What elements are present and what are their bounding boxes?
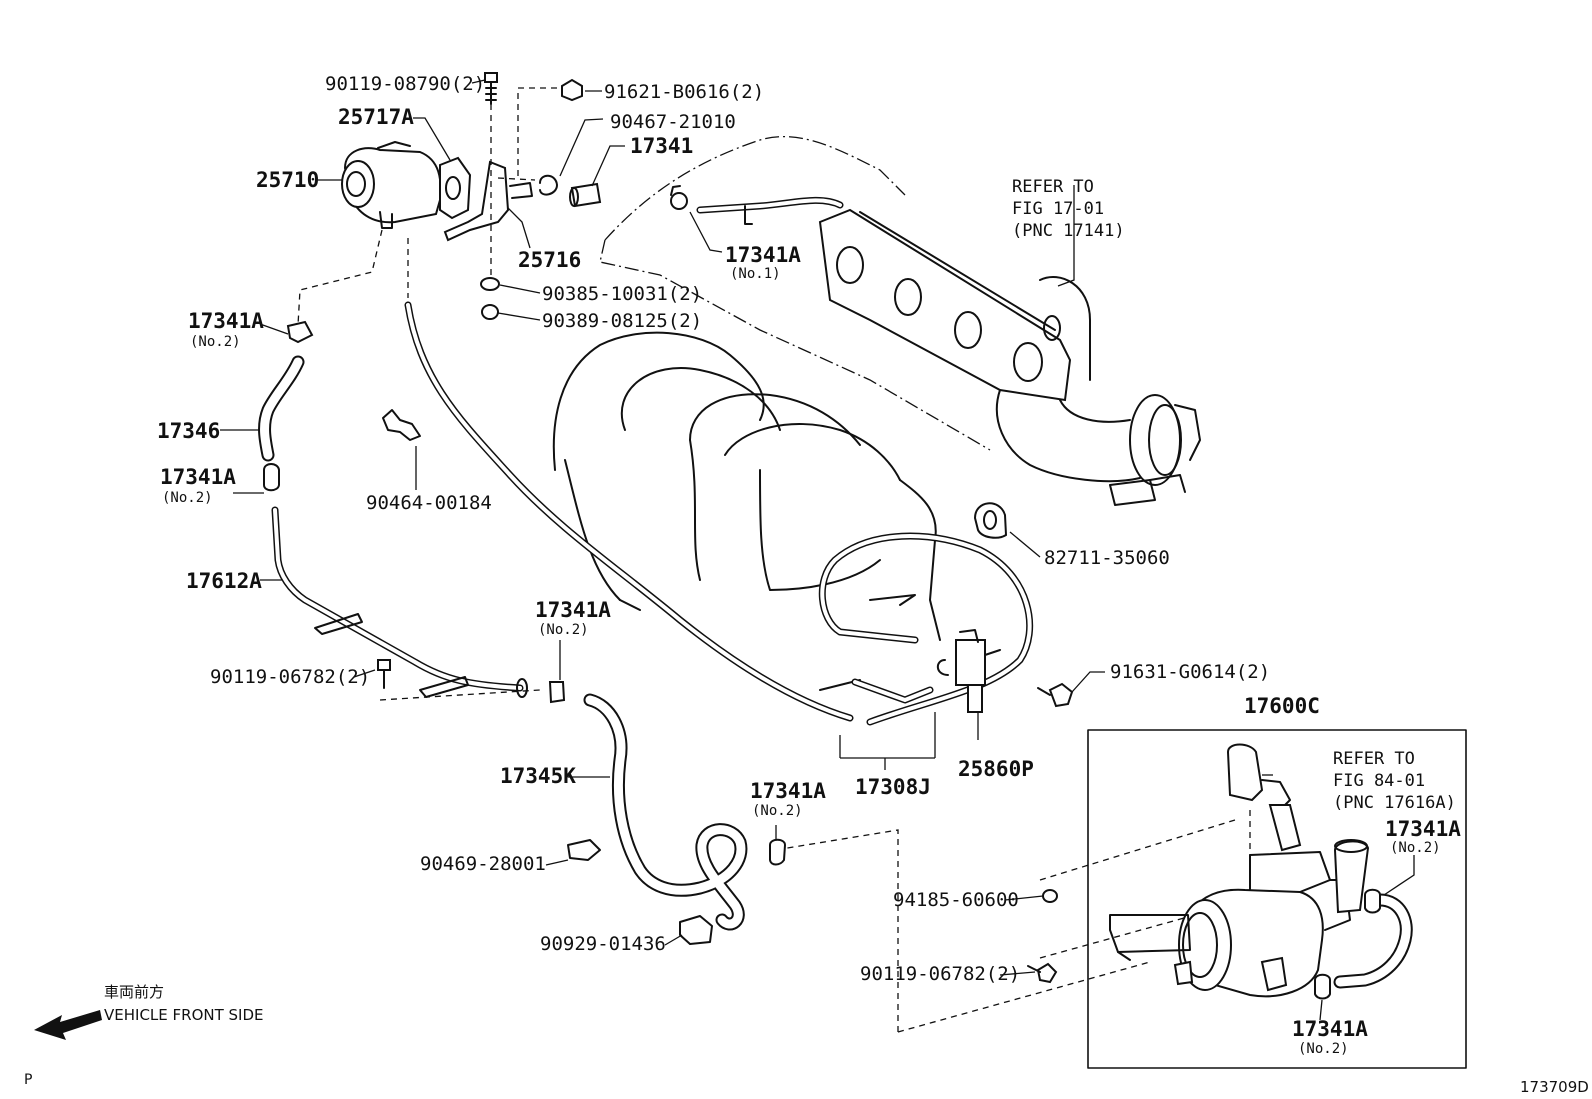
label-25860p: 25860P (958, 757, 1034, 781)
engine-outline (552, 136, 991, 691)
label-90119-06782-left: 90119-06782(2) (210, 666, 370, 688)
air-switching-valve-drawing (341, 72, 844, 320)
label-17341a-upper: 17341A (188, 309, 264, 333)
label-17341a-no1: 17341A (725, 243, 801, 267)
label-25716: 25716 (518, 248, 581, 272)
label-17341: 17341 (630, 134, 693, 158)
part-labels: 90119-08790(2) 91621-B0616(2) 25717A 904… (157, 73, 1461, 1057)
label-17341a-no1-sub: (No.1) (730, 266, 781, 282)
label-90929-01436: 90929-01436 (540, 933, 666, 955)
label-94185-60600: 94185-60600 (893, 889, 1019, 911)
label-25717a: 25717A (338, 105, 414, 129)
air-pump-assembly-drawing (1027, 729, 1467, 1069)
label-17341a-lower-sub: (No.2) (162, 490, 213, 506)
front-direction-arrow-icon (34, 1010, 102, 1040)
ref2-line3: (PNC 17616A) (1333, 793, 1456, 813)
figure-id: 173709D (1520, 1078, 1589, 1096)
label-17308j: 17308J (855, 775, 931, 799)
label-90469-28001: 90469-28001 (420, 853, 546, 875)
label-90385-10031: 90385-10031(2) (542, 283, 702, 305)
left-hoses-drawing (258, 301, 854, 722)
label-90119-06782-right: 90119-06782(2) (860, 963, 1020, 985)
label-17600c: 17600C (1244, 694, 1320, 718)
label-90467-21010: 90467-21010 (610, 111, 736, 133)
leader-lines (220, 79, 1415, 1021)
label-17341a-center-sub: (No.2) (538, 622, 589, 638)
direction-label-en: VEHICLE FRONT SIDE (104, 1006, 264, 1024)
label-17341a-center: 17341A (535, 598, 611, 622)
label-90119-08790: 90119-08790(2) (325, 73, 485, 95)
label-17341a-mid: 17341A (750, 779, 826, 803)
label-17341a-upper-sub: (No.2) (190, 334, 241, 350)
vsv-drawing (818, 502, 1074, 726)
label-17341a-right-sub: (No.2) (1390, 840, 1441, 856)
ref1-line3: (PNC 17141) (1012, 221, 1125, 241)
direction-label-jp: 車両前方 (104, 983, 164, 1001)
label-17341a-mid-sub: (No.2) (752, 803, 803, 819)
label-17612a: 17612A (186, 569, 262, 593)
exhaust-manifold-drawing (818, 208, 1201, 506)
ref2-line2: FIG 84-01 (1333, 771, 1425, 791)
vehicle-direction: 車両前方 VEHICLE FRONT SIDE (34, 983, 264, 1040)
corner-mark: P (24, 1072, 32, 1088)
label-25710: 25710 (256, 168, 319, 192)
label-17341a-lower: 17341A (160, 465, 236, 489)
label-90389-08125: 90389-08125(2) (542, 310, 702, 332)
label-91621-b0616: 91621-B0616(2) (604, 81, 764, 103)
label-17346: 17346 (157, 419, 220, 443)
label-17345k: 17345K (500, 764, 576, 788)
ref1-line2: FIG 17-01 (1012, 199, 1104, 219)
lower-hose-drawing (548, 681, 787, 945)
ref2-line1: REFER TO (1333, 749, 1415, 769)
label-90464-00184: 90464-00184 (366, 492, 492, 514)
ref1-line1: REFER TO (1012, 177, 1094, 197)
reference-note-1: REFER TO FIG 17-01 (PNC 17141) (1012, 177, 1125, 241)
label-91631-g0614: 91631-G0614(2) (1110, 661, 1270, 683)
reference-note-2: REFER TO FIG 84-01 (PNC 17616A) (1333, 749, 1456, 813)
label-17341a-bottom: 17341A (1292, 1017, 1368, 1041)
label-82711-35060: 82711-35060 (1044, 547, 1170, 569)
label-17341a-right: 17341A (1385, 817, 1461, 841)
label-17341a-bottom-sub: (No.2) (1298, 1041, 1349, 1057)
